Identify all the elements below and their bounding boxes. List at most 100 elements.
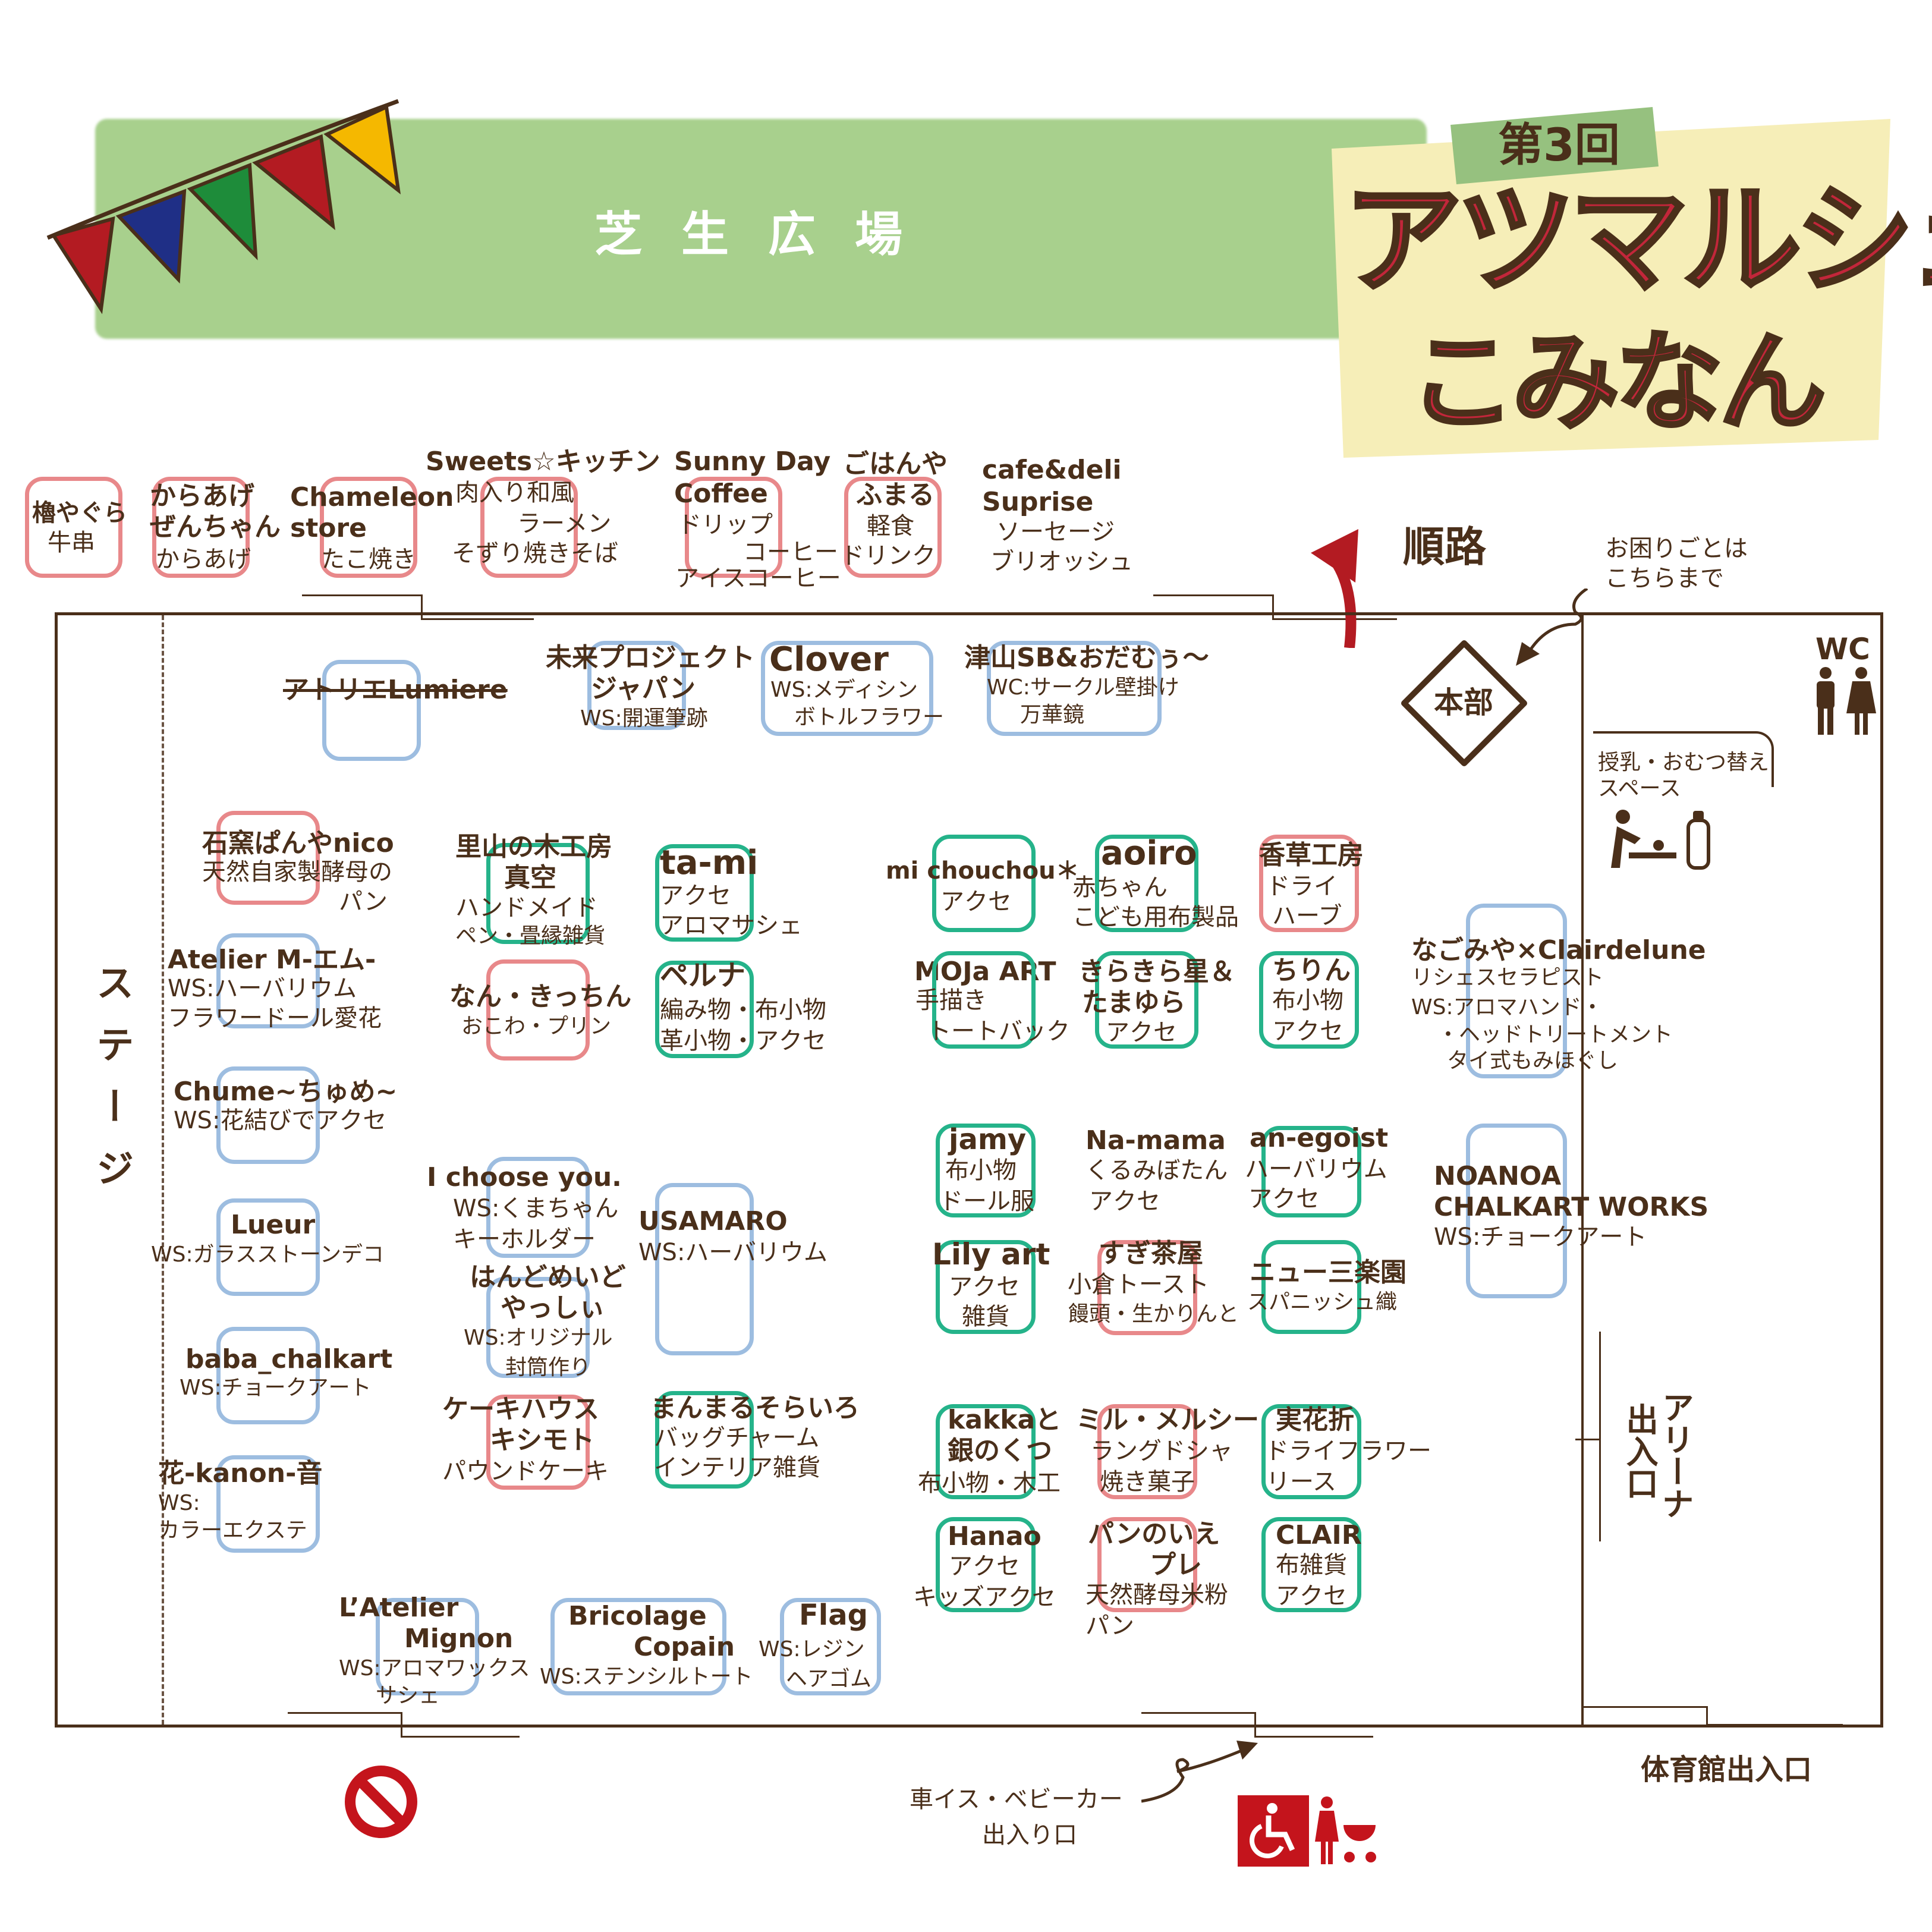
booth-05-name2: Coffee bbox=[674, 479, 768, 509]
booth-13-name2: 真空 bbox=[504, 863, 556, 893]
booth-01[interactable] bbox=[25, 477, 122, 578]
booth-34-sub: アクセ bbox=[949, 1273, 1020, 1301]
gym-fence-2 bbox=[1706, 1724, 1843, 1726]
lawn-title: 芝生広場 bbox=[594, 207, 942, 262]
booth-09-sub: WS:開運筆跡 bbox=[580, 706, 708, 731]
fence-top-right bbox=[1153, 594, 1274, 620]
booth-30[interactable] bbox=[486, 1157, 590, 1258]
booth-18[interactable] bbox=[216, 933, 320, 1028]
booth-38[interactable] bbox=[486, 1395, 590, 1490]
booth-41[interactable] bbox=[1097, 1404, 1197, 1499]
booth-04[interactable] bbox=[480, 477, 578, 578]
booth-12[interactable] bbox=[216, 811, 320, 905]
fence-bottom-mid bbox=[1141, 1712, 1256, 1738]
booth-43[interactable] bbox=[216, 1455, 320, 1553]
booth-09-name: 未来プロジェクト bbox=[546, 643, 755, 673]
booth-34-sub2: 雑貨 bbox=[962, 1303, 1009, 1330]
nursing-bubble bbox=[1593, 731, 1774, 787]
booth-42-name: 実花折 bbox=[1276, 1405, 1354, 1435]
booth-40[interactable] bbox=[936, 1404, 1036, 1499]
booth-10[interactable] bbox=[761, 641, 933, 736]
booth-02[interactable] bbox=[152, 477, 250, 578]
booth-21-sub: 手描き bbox=[915, 987, 987, 1014]
booth-11-sub2: 万華鏡 bbox=[1020, 703, 1085, 727]
booth-10-sub: WS:メディシン bbox=[770, 678, 918, 702]
fence-bottom-mid2 bbox=[1254, 1736, 1373, 1738]
hq-diamond-icon[interactable] bbox=[1401, 640, 1528, 767]
booth-45[interactable] bbox=[1097, 1517, 1197, 1612]
booth-16[interactable] bbox=[1095, 835, 1198, 932]
booth-44[interactable] bbox=[936, 1517, 1036, 1612]
arena-fence-2 bbox=[1575, 1439, 1601, 1541]
booth-42[interactable] bbox=[1261, 1404, 1361, 1499]
booth-07-name[interactable]: cafe&deli bbox=[982, 455, 1122, 485]
booth-43-sub2: カラーエクステ bbox=[158, 1518, 307, 1543]
booth-27-sub: くるみぼたん bbox=[1085, 1157, 1228, 1184]
booth-31[interactable] bbox=[655, 1183, 754, 1355]
booth-15[interactable] bbox=[932, 835, 1036, 932]
booth-49[interactable] bbox=[780, 1598, 881, 1695]
fence-bottom-left bbox=[288, 1712, 402, 1738]
fence-top-left2 bbox=[421, 618, 534, 620]
booth-46[interactable] bbox=[1261, 1517, 1361, 1612]
booth-11[interactable] bbox=[987, 641, 1162, 736]
booth-23-sub: 布小物 bbox=[1272, 987, 1343, 1014]
booth-13[interactable] bbox=[486, 843, 590, 944]
booth-47-name: L’Atelier bbox=[339, 1593, 459, 1623]
booth-33[interactable] bbox=[486, 1277, 590, 1378]
booth-33-name2: やっしぃ bbox=[501, 1293, 605, 1323]
booth-19[interactable] bbox=[486, 959, 590, 1061]
booth-22[interactable] bbox=[1095, 951, 1198, 1049]
booth-14-sub: アクセ bbox=[660, 882, 731, 910]
logo-edition: 第3回 bbox=[1498, 118, 1620, 171]
booth-35-sub2: 饅頭・生かりんと bbox=[1068, 1302, 1239, 1326]
booth-01-sub: 牛串 bbox=[48, 529, 95, 556]
booth-02-name: からあげ bbox=[150, 481, 254, 511]
booth-13-sub2: ペン・畳縁雑貨 bbox=[455, 924, 606, 948]
booth-14[interactable] bbox=[655, 844, 754, 942]
booth-45-sub2: パン bbox=[1085, 1612, 1134, 1640]
booth-37[interactable] bbox=[216, 1327, 320, 1424]
booth-22-name2: たまゆら bbox=[1082, 987, 1186, 1018]
booth-47[interactable] bbox=[376, 1598, 479, 1695]
booth-48-name: Bricolage bbox=[568, 1601, 707, 1631]
booth-26-sub: 布小物 bbox=[945, 1157, 1017, 1184]
booth-03[interactable] bbox=[320, 477, 417, 578]
booth-47-sub2: サシェ bbox=[376, 1684, 440, 1708]
wheelchair-icon bbox=[1238, 1795, 1309, 1867]
booth-05[interactable] bbox=[685, 477, 782, 578]
booth-26[interactable] bbox=[936, 1124, 1036, 1217]
booth-34-name: Lily art bbox=[932, 1237, 1050, 1272]
booth-35-name: すぎ茶屋 bbox=[1099, 1238, 1203, 1269]
booth-24[interactable] bbox=[1466, 904, 1567, 1078]
booth-10-name: Clover bbox=[769, 640, 889, 679]
stroller-icon bbox=[1315, 1796, 1376, 1864]
booth-25-sub: WS:花結びでアクセ bbox=[174, 1107, 387, 1134]
booth-17[interactable] bbox=[1259, 835, 1359, 932]
booth-48[interactable] bbox=[550, 1598, 726, 1695]
booth-32[interactable] bbox=[216, 1198, 320, 1296]
booth-34[interactable] bbox=[936, 1240, 1036, 1334]
booth-08[interactable] bbox=[322, 660, 421, 761]
booth-13-sub: ハンドメイド bbox=[455, 894, 598, 921]
booth-02-sub: からあげ bbox=[156, 546, 251, 573]
booth-23[interactable] bbox=[1259, 951, 1359, 1049]
arena-label: アリーナ bbox=[1656, 1391, 1694, 1519]
booth-35[interactable] bbox=[1097, 1240, 1197, 1335]
booth-05-sub: ドリップ bbox=[678, 511, 773, 539]
booth-26-name: jamy bbox=[949, 1123, 1027, 1156]
wc-label: WC bbox=[1815, 632, 1870, 666]
booth-39[interactable] bbox=[655, 1391, 754, 1489]
booth-06-sub2: ドリンク bbox=[841, 542, 936, 569]
booth-36[interactable] bbox=[1261, 1240, 1361, 1334]
booth-29[interactable] bbox=[1466, 1124, 1567, 1298]
booth-09[interactable] bbox=[587, 641, 686, 730]
booth-24-name: なごみや×Clairdelune bbox=[1411, 935, 1706, 965]
booth-36-sub: スパニッシュ織 bbox=[1247, 1290, 1398, 1314]
booth-21[interactable] bbox=[932, 951, 1036, 1049]
booth-28[interactable] bbox=[1261, 1126, 1361, 1217]
booth-42-sub: ドライフラワー bbox=[1265, 1437, 1431, 1465]
booth-25[interactable] bbox=[216, 1066, 320, 1164]
booth-20[interactable] bbox=[655, 961, 754, 1058]
booth-06[interactable] bbox=[844, 477, 942, 578]
